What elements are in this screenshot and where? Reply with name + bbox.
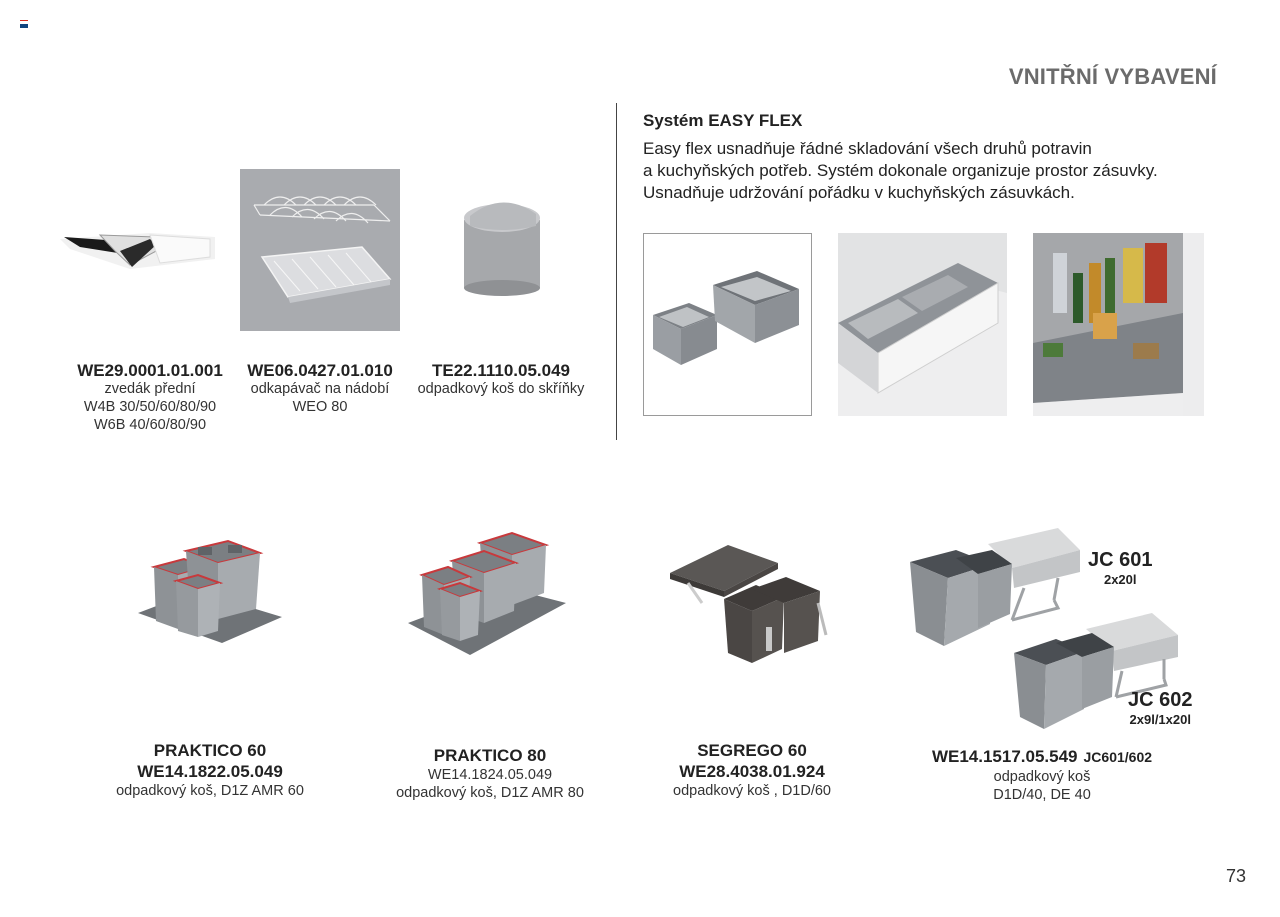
czech-flag-icon (20, 20, 28, 28)
praktico-80-image (408, 531, 566, 657)
praktico-60-label: PRAKTICO 60 WE14.1822.05.049 odpadkový k… (90, 740, 330, 800)
description-line: Easy flex usnadňuje řádné skladování vše… (643, 139, 1092, 158)
section-title: VNITŘNÍ VYBAVENÍ (1008, 64, 1217, 89)
product-variant: W4B 30/50/60/80/90 (83, 399, 217, 415)
jc-code: JC 601 (1088, 549, 1153, 571)
product-description: odpadkový koš, D1Z AMR 80 (396, 785, 584, 801)
product-code-suffix: JC601/602 (1083, 749, 1153, 765)
product-code: WE28.4038.01.924 (679, 762, 825, 781)
product-variant: D1D/40, DE 40 (993, 787, 1091, 803)
jc-code: JC 602 (1128, 689, 1193, 711)
easy-flex-heading: Systém EASY FLEX (643, 111, 803, 130)
product-description: odpadkový koš do skříňky (417, 381, 585, 397)
product-variant: WEO 80 (292, 399, 348, 415)
easy-flex-description: Easy flex usnadňuje řádné skladování vše… (643, 138, 1203, 204)
product-code: WE14.1517.05.549 (931, 747, 1078, 766)
praktico-60-image (136, 533, 284, 645)
easy-flex-drawer-image (838, 233, 1007, 416)
product-code: WE29.0001.01.001 (77, 361, 223, 380)
description-line: a kuchyňských potřeb. Systém dokonale or… (643, 161, 1158, 180)
jc-capacity: 2x20l (1103, 572, 1137, 587)
product-we06-label: WE06.0427.01.010 odkapávač na nádobí WEO… (230, 362, 410, 416)
product-name: PRAKTICO 80 (433, 746, 547, 765)
product-description: zvedák přední (104, 381, 196, 397)
product-description: odpadkový koš (993, 769, 1091, 785)
product-te22-label: TE22.1110.05.049 odpadkový koš do skříňk… (410, 362, 592, 398)
product-description: odpadkový koš, D1Z AMR 60 (116, 783, 304, 799)
easy-flex-pantry-image (1033, 233, 1204, 416)
segrego-60-image (668, 543, 828, 667)
dish-drainer-image (240, 169, 400, 331)
product-code: TE22.1110.05.049 (431, 361, 571, 380)
jc-602-label: JC 602 2x9l/1x20l (1128, 689, 1193, 727)
jc-602-image (1012, 613, 1180, 733)
product-description: odpadkový koš , D1D/60 (673, 783, 831, 799)
product-variant: W6B 40/60/80/90 (93, 417, 207, 433)
page-number: 73 (1225, 866, 1246, 886)
product-code: WE14.1824.05.049 (427, 767, 553, 783)
segrego-60-label: SEGREGO 60 WE28.4038.01.924 odpadkový ko… (632, 740, 872, 800)
product-name: PRAKTICO 60 (153, 741, 267, 760)
praktico-80-label: PRAKTICO 80 WE14.1824.05.049 odpadkový k… (370, 745, 610, 802)
jc-601-label: JC 601 2x20l (1088, 549, 1153, 587)
cabinet-bin-image (460, 196, 544, 300)
front-lift-image (60, 225, 220, 275)
vertical-divider (616, 103, 617, 440)
product-code-row: WE14.1517.05.549 JC601/602 (912, 746, 1172, 768)
jc-601-image (908, 528, 1084, 650)
product-description: odkapávač na nádobí (250, 381, 390, 397)
easy-flex-boxes-image (643, 233, 812, 416)
product-code: WE14.1822.05.049 (137, 762, 283, 781)
product-we29-label: WE29.0001.01.001 zvedák přední W4B 30/50… (40, 362, 260, 434)
product-name: SEGREGO 60 (697, 741, 807, 760)
jc-capacity: 2x9l/1x20l (1129, 712, 1191, 727)
description-line: Usnadňuje udržování pořádku v kuchyňskýc… (643, 183, 1075, 202)
product-code: WE06.0427.01.010 (247, 361, 393, 380)
